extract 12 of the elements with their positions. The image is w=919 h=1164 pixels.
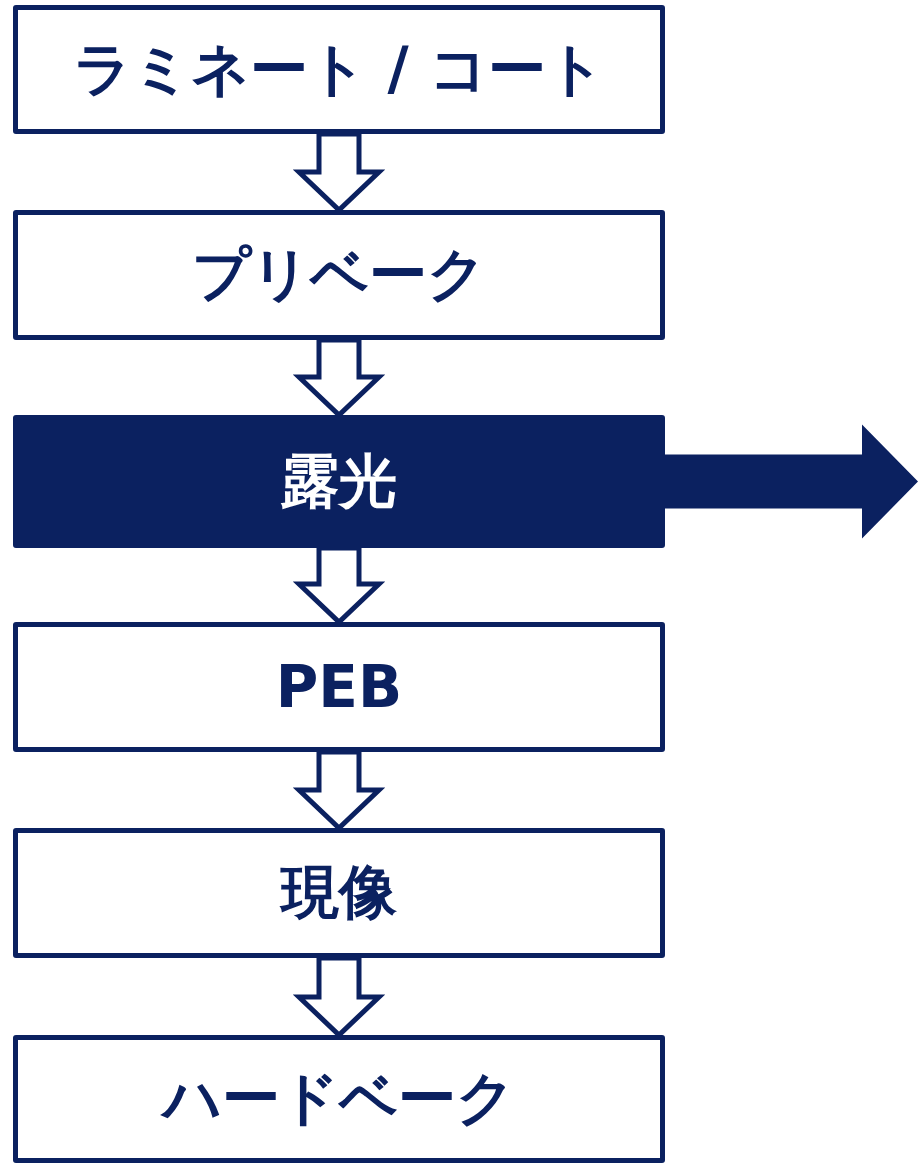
step-label: PEB xyxy=(275,653,403,721)
block-arrow xyxy=(665,424,918,539)
step-label: プリベーク xyxy=(192,239,486,310)
step-label: 露光 xyxy=(281,445,397,517)
process-box xyxy=(13,1035,665,1163)
process-box xyxy=(13,5,665,134)
process-box xyxy=(13,415,665,548)
step-label: ラミネート / コート xyxy=(73,33,605,105)
process-box xyxy=(13,210,665,340)
process-box xyxy=(13,622,665,752)
step-label: 現像 xyxy=(281,857,397,928)
process-box xyxy=(13,828,665,958)
